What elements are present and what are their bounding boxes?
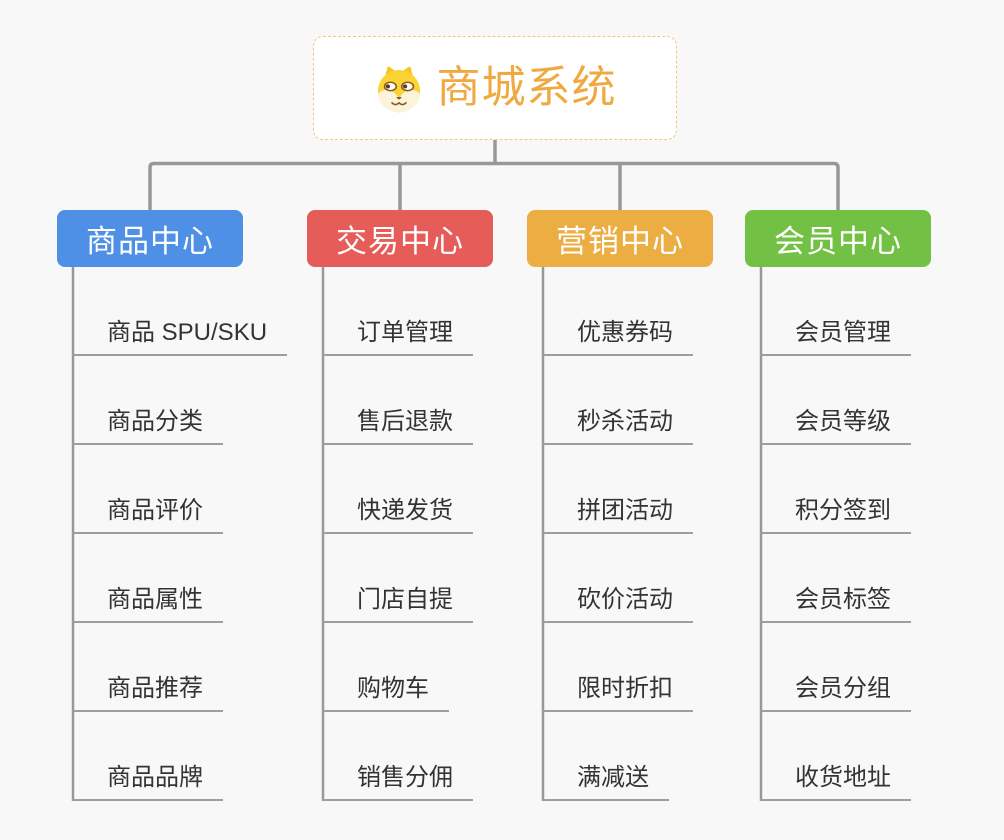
- leaf-topic[interactable]: 积分签到: [760, 497, 911, 534]
- leaf-topic[interactable]: 砍价活动: [542, 586, 693, 623]
- leaf-topic[interactable]: 销售分佣: [322, 764, 473, 801]
- leaf-topic[interactable]: 售后退款: [322, 408, 473, 445]
- leaf-topic[interactable]: 限时折扣: [542, 675, 693, 712]
- leaf-topic[interactable]: 门店自提: [322, 586, 473, 623]
- root-node[interactable]: 商城系统: [313, 36, 677, 140]
- leaf-topic[interactable]: 满减送: [542, 764, 669, 801]
- leaf-topic[interactable]: 商品 SPU/SKU: [72, 319, 288, 356]
- leaf-topic[interactable]: 收货地址: [760, 764, 911, 801]
- leaf-topic[interactable]: 会员管理: [760, 319, 911, 356]
- leaf-topic[interactable]: 快递发货: [322, 497, 473, 534]
- leaf-topic[interactable]: 商品品牌: [72, 764, 223, 801]
- leaf-topic[interactable]: 购物车: [322, 675, 449, 712]
- leaf-topic[interactable]: 商品属性: [72, 586, 223, 623]
- branch-member-center[interactable]: 会员中心: [745, 210, 931, 267]
- branch-product-center[interactable]: 商品中心: [57, 210, 243, 267]
- branch-marketing-center[interactable]: 营销中心: [527, 210, 713, 267]
- root-title: 商城系统: [436, 63, 617, 112]
- leaf-topic[interactable]: 会员分组: [760, 675, 911, 712]
- branch-trade-center[interactable]: 交易中心: [307, 210, 493, 267]
- leaf-topic[interactable]: 会员标签: [760, 586, 911, 623]
- leaf-topic[interactable]: 商品评价: [72, 497, 223, 534]
- leaf-topic[interactable]: 订单管理: [322, 319, 473, 356]
- leaf-topic[interactable]: 优惠券码: [542, 319, 693, 356]
- leaf-topic[interactable]: 商品分类: [72, 408, 223, 445]
- leaf-topic[interactable]: 会员等级: [760, 408, 911, 445]
- leaf-topic[interactable]: 秒杀活动: [542, 408, 693, 445]
- leaf-topic[interactable]: 商品推荐: [72, 675, 223, 712]
- dog-mascot-icon: [374, 63, 424, 113]
- leaf-topic[interactable]: 拼团活动: [542, 497, 693, 534]
